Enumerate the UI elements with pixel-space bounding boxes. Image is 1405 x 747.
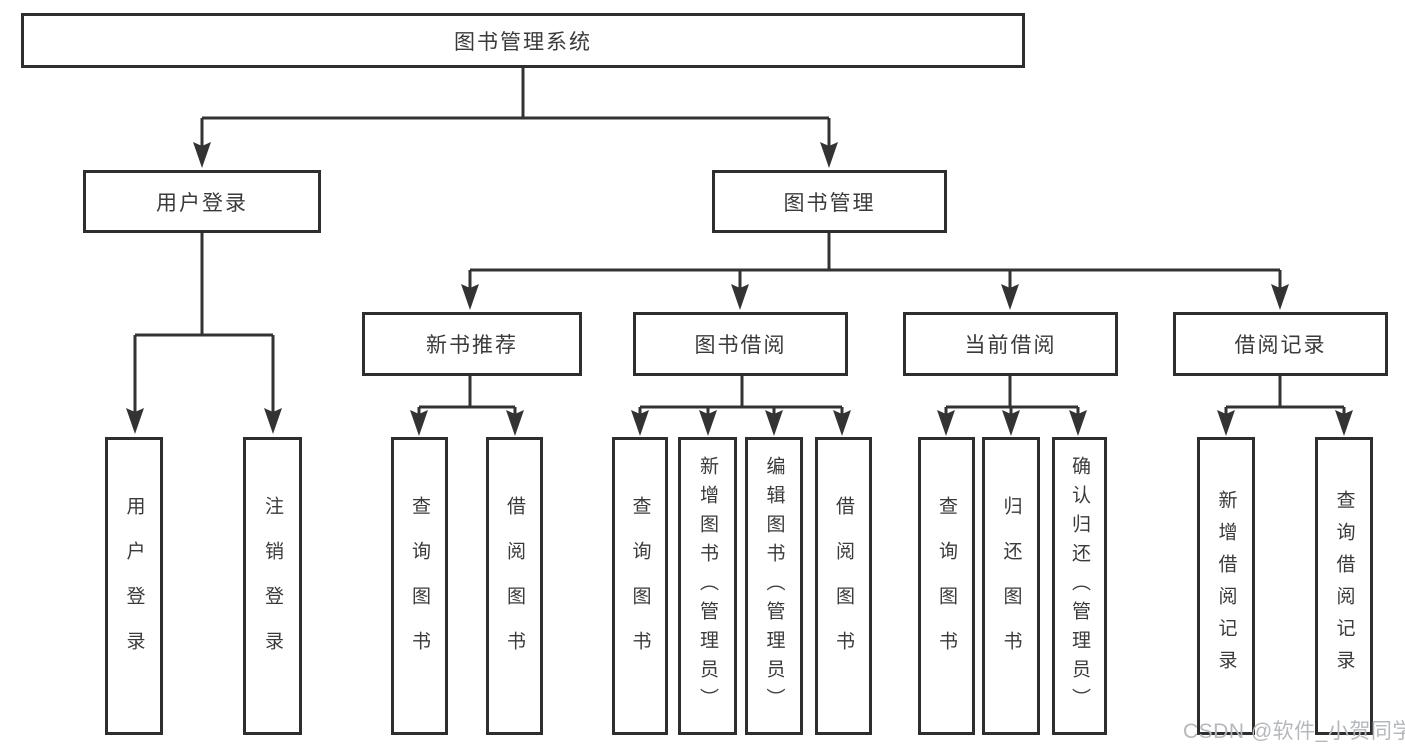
arrowhead: [410, 410, 428, 436]
leaf-logout-label: 注销登录: [262, 496, 283, 676]
leaf-add-book-admin-label: 新增图书（管理员）: [697, 455, 718, 717]
arrowhead: [126, 408, 144, 434]
node-current-borrow-label: 当前借阅: [964, 334, 1057, 357]
leaf-user-login: 用户登录: [105, 437, 163, 735]
arrowhead: [1271, 284, 1289, 310]
leaf-query-books-current-label: 查询图书: [936, 496, 957, 676]
leaf-edit-book-admin: 编辑图书（管理员）: [745, 437, 803, 735]
arrowhead: [264, 408, 282, 434]
leaf-add-borrow-record-label: 新增借阅记录: [1215, 490, 1237, 682]
arrowhead: [731, 284, 749, 310]
leaf-query-books-recommend-label: 查询图书: [409, 496, 430, 676]
leaf-confirm-return-admin-label: 确认归还（管理员）: [1069, 455, 1090, 717]
edge-borrow-to-leaves: [638, 375, 844, 420]
leaf-query-books-current: 查询图书: [918, 437, 975, 735]
node-user-login-label: 用户登录: [156, 191, 248, 215]
node-book-management: 图书管理: [712, 170, 947, 233]
leaf-confirm-return-admin: 确认归还（管理员）: [1052, 437, 1107, 735]
edge-root-to-level2: [200, 68, 831, 150]
leaf-add-borrow-record: 新增借阅记录: [1197, 437, 1255, 735]
edge-bookmgmt-to-level3: [468, 233, 1282, 292]
edge-newbook-to-leaves: [417, 375, 517, 420]
leaf-borrow-books-label: 借阅图书: [833, 496, 854, 676]
edge-current-to-leaves: [944, 375, 1080, 420]
edge-userlogin-to-leaves: [133, 233, 275, 416]
node-root-label: 图书管理系统: [454, 30, 592, 54]
node-user-login: 用户登录: [83, 170, 321, 233]
leaf-query-books-borrow: 查询图书: [612, 437, 668, 735]
leaf-borrow-books-recommend-label: 借阅图书: [504, 496, 525, 676]
leaf-return-book: 归还图书: [982, 437, 1040, 735]
leaf-borrow-books-recommend: 借阅图书: [486, 437, 543, 735]
arrowhead: [1069, 410, 1087, 436]
node-new-book-recommend-label: 新书推荐: [426, 334, 518, 357]
leaf-query-borrow-record: 查询借阅记录: [1315, 437, 1373, 735]
arrowhead: [506, 410, 524, 436]
leaf-query-books-borrow-label: 查询图书: [629, 496, 651, 676]
node-book-borrow: 图书借阅: [633, 312, 848, 376]
node-book-borrow-label: 图书借阅: [694, 334, 787, 357]
leaf-user-login-label: 用户登录: [123, 496, 145, 676]
node-new-book-recommend: 新书推荐: [362, 312, 582, 376]
leaf-add-book-admin: 新增图书（管理员）: [678, 437, 737, 735]
arrowhead: [833, 410, 851, 436]
leaf-query-books-recommend: 查询图书: [391, 437, 448, 735]
arrowhead: [820, 142, 838, 168]
edge-records-to-leaves: [1224, 375, 1346, 420]
node-borrow-records: 借阅记录: [1173, 312, 1388, 376]
node-root: 图书管理系统: [21, 13, 1025, 68]
arrowhead: [699, 410, 717, 436]
arrowhead: [631, 410, 649, 436]
watermark: CSDN @软件_小贺同学: [1183, 720, 1405, 743]
leaf-borrow-books: 借阅图书: [815, 437, 872, 735]
arrowhead: [937, 410, 955, 436]
arrowhead: [1001, 284, 1019, 310]
arrowhead: [765, 410, 783, 436]
leaf-edit-book-admin-label: 编辑图书（管理员）: [763, 455, 785, 717]
arrowhead: [1002, 410, 1020, 436]
arrowhead: [1217, 410, 1235, 436]
arrowhead: [461, 284, 479, 310]
leaf-logout: 注销登录: [243, 437, 302, 735]
node-book-management-label: 图书管理: [783, 191, 876, 215]
node-borrow-records-label: 借阅记录: [1234, 334, 1327, 357]
node-current-borrow: 当前借阅: [903, 312, 1118, 376]
arrowhead: [1335, 410, 1353, 436]
arrowhead: [193, 142, 211, 168]
leaf-query-borrow-record-label: 查询借阅记录: [1333, 490, 1355, 682]
leaf-return-book-label: 归还图书: [1000, 496, 1022, 676]
